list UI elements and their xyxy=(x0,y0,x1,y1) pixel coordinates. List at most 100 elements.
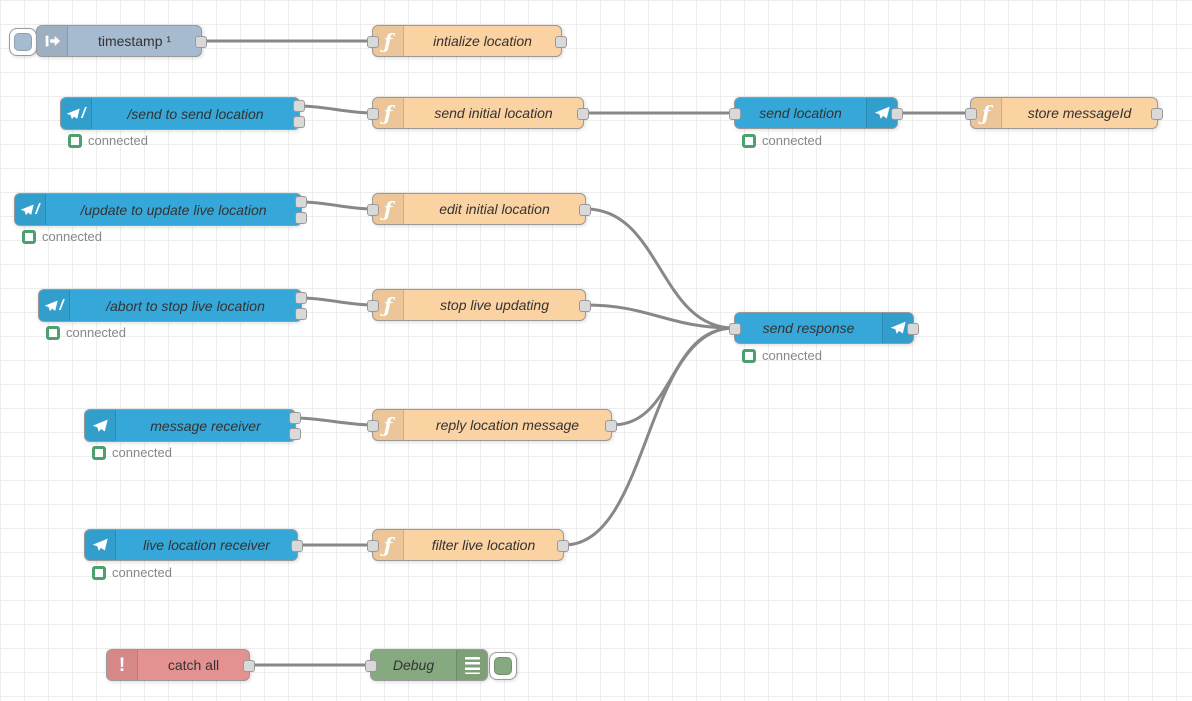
node-catch-all[interactable]: ! catch all xyxy=(106,649,255,681)
node-fn-filter-live-location[interactable]: ƒ filter live location xyxy=(367,529,569,561)
telegram-plane-icon xyxy=(85,410,116,441)
input-port[interactable] xyxy=(367,540,379,552)
node-label: reply location message xyxy=(435,417,580,433)
output-port-1[interactable] xyxy=(293,100,305,112)
input-port[interactable] xyxy=(729,108,741,120)
node-fn-stop-live-updating[interactable]: ƒ stop live updating xyxy=(367,289,591,321)
output-port[interactable] xyxy=(1151,108,1163,120)
output-port[interactable] xyxy=(195,36,207,48)
node-label: intialize location xyxy=(433,33,532,49)
wire-msgreceiver-to-replylocation[interactable] xyxy=(294,416,374,427)
f-glyph: ƒ xyxy=(383,413,393,437)
inject-run-button-inner xyxy=(14,33,32,51)
input-port[interactable] xyxy=(367,420,379,432)
input-port[interactable] xyxy=(365,660,377,672)
bang-glyph: ! xyxy=(118,654,126,676)
node-tg-send-location[interactable]: send location xyxy=(729,97,903,129)
f-glyph: ƒ xyxy=(383,29,393,53)
node-label: edit initial location xyxy=(439,201,550,217)
node-label: stop live updating xyxy=(440,297,549,313)
debug-toggle-button[interactable] xyxy=(489,652,517,680)
inject-run-button[interactable] xyxy=(9,28,37,56)
node-tg-message-receiver[interactable]: message receiver xyxy=(84,409,301,442)
input-port[interactable] xyxy=(367,36,379,48)
node-label: store messageId xyxy=(1027,105,1132,121)
slash-glyph: / xyxy=(81,105,86,122)
node-status: connected xyxy=(46,325,126,340)
output-port[interactable] xyxy=(243,660,255,672)
input-port[interactable] xyxy=(965,108,977,120)
node-label: catch all xyxy=(167,657,220,673)
output-port[interactable] xyxy=(605,420,617,432)
telegram-plane-icon xyxy=(44,299,59,311)
output-port[interactable] xyxy=(555,36,567,48)
output-port-1[interactable] xyxy=(295,292,307,304)
node-label: send location xyxy=(759,105,842,121)
telegram-plane-icon xyxy=(85,530,116,560)
status-text: connected xyxy=(112,445,172,460)
node-fn-store-messageid[interactable]: ƒ store messageId xyxy=(965,97,1163,129)
output-port[interactable] xyxy=(579,300,591,312)
node-debug[interactable]: Debug xyxy=(365,649,488,681)
output-port[interactable] xyxy=(579,204,591,216)
node-label: live location receiver xyxy=(143,537,270,553)
f-glyph: ƒ xyxy=(383,197,393,221)
status-text: connected xyxy=(762,133,822,148)
output-port-2[interactable] xyxy=(293,116,305,128)
input-port[interactable] xyxy=(367,300,379,312)
node-tg-live-location-receiver[interactable]: live location receiver xyxy=(84,529,303,561)
status-text: connected xyxy=(66,325,126,340)
function-f-icon: ƒ xyxy=(373,98,404,128)
output-port[interactable] xyxy=(891,108,903,120)
status-ring-icon xyxy=(742,133,756,148)
node-tg-send-response[interactable]: send response xyxy=(729,312,919,344)
node-fn-reply-location-message[interactable]: ƒ reply location message xyxy=(367,409,617,441)
status-ring-icon xyxy=(742,348,756,363)
status-text: connected xyxy=(42,229,102,244)
debug-console-icon xyxy=(456,650,487,680)
output-port-2[interactable] xyxy=(289,428,301,440)
input-port[interactable] xyxy=(729,323,741,335)
output-port-2[interactable] xyxy=(295,308,307,320)
output-port[interactable] xyxy=(907,323,919,335)
telegram-plane-icon xyxy=(20,203,35,215)
node-tg-abort-command[interactable]: / /abort to stop live location xyxy=(38,289,307,322)
status-ring-icon xyxy=(92,565,106,580)
status-text: connected xyxy=(762,348,822,363)
node-tg-send-command[interactable]: / /send to send location xyxy=(60,97,305,130)
node-label: /abort to stop live location xyxy=(106,297,265,314)
node-tg-update-command[interactable]: / /update to update live location xyxy=(14,193,307,226)
node-status: connected xyxy=(68,133,148,148)
inject-arrow-icon xyxy=(37,26,68,56)
node-fn-send-initial-location[interactable]: ƒ send initial location xyxy=(367,97,589,129)
input-port[interactable] xyxy=(367,108,379,120)
output-port[interactable] xyxy=(291,540,303,552)
wire-editinitial-to-sendresponse[interactable] xyxy=(584,207,736,330)
node-inject-timestamp[interactable]: timestamp ¹ xyxy=(36,25,207,57)
output-port[interactable] xyxy=(577,108,589,120)
debug-toggle-button-inner xyxy=(494,657,512,675)
node-fn-initialize-location[interactable]: ƒ intialize location xyxy=(367,25,567,57)
node-status: connected xyxy=(92,565,172,580)
slash-glyph: / xyxy=(59,297,64,314)
node-label: /send to send location xyxy=(127,105,264,122)
node-label: timestamp ¹ xyxy=(97,33,172,49)
status-ring-icon xyxy=(92,445,106,460)
f-glyph: ƒ xyxy=(981,101,991,125)
output-port-2[interactable] xyxy=(295,212,307,224)
wire-sendcmd-to-sendinitial[interactable] xyxy=(298,104,374,115)
wire-updatecmd-to-editinitial[interactable] xyxy=(300,200,374,211)
output-port[interactable] xyxy=(557,540,569,552)
telegram-plane-slash-icon: / xyxy=(39,290,70,321)
output-port-1[interactable] xyxy=(289,412,301,424)
wire-abortcmd-to-stoplive[interactable] xyxy=(300,296,374,307)
f-glyph: ƒ xyxy=(383,293,393,317)
output-port-1[interactable] xyxy=(295,196,307,208)
node-label: message receiver xyxy=(150,417,261,434)
node-fn-edit-initial-location[interactable]: ƒ edit initial location xyxy=(367,193,591,225)
wire-filterlive-to-sendresponse[interactable] xyxy=(562,326,736,547)
wire-stoplive-to-sendresponse[interactable] xyxy=(584,303,736,330)
input-port[interactable] xyxy=(367,204,379,216)
node-label: Debug xyxy=(392,657,435,673)
